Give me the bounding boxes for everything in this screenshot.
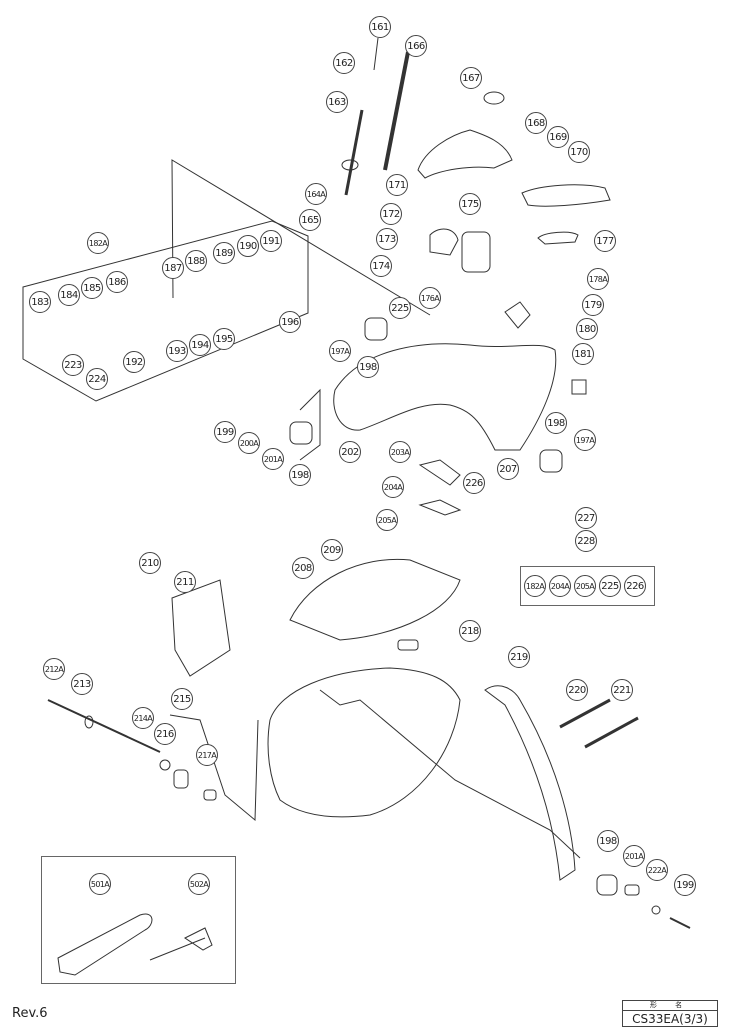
carburetor-group-outline (22, 220, 309, 402)
callout-207: 207 (497, 458, 519, 480)
callout-198: 198 (597, 830, 619, 852)
callout-215: 215 (171, 688, 193, 710)
callout-221: 221 (611, 679, 633, 701)
callout-200a: 200A (238, 432, 260, 454)
callout-210: 210 (139, 552, 161, 574)
callout-193: 193 (166, 340, 188, 362)
callout-217a: 217A (196, 744, 218, 766)
callout-165: 165 (299, 209, 321, 231)
callout-226: 226 (463, 472, 485, 494)
callout-197a: 197A (574, 429, 596, 451)
callout-228: 228 (575, 530, 597, 552)
title-block-header: 形 名 (623, 1001, 717, 1011)
callout-171: 171 (386, 174, 408, 196)
callout-201a: 201A (262, 448, 284, 470)
callout-176a: 176A (419, 287, 441, 309)
callout-184: 184 (58, 284, 80, 306)
callout-187: 187 (162, 257, 184, 279)
callout-188: 188 (185, 250, 207, 272)
callout-501a: 501A (89, 873, 111, 895)
callout-173: 173 (376, 228, 398, 250)
revision-label: Rev.6 (12, 1006, 48, 1021)
callout-169: 169 (547, 126, 569, 148)
callout-224: 224 (86, 368, 108, 390)
callout-162: 162 (333, 52, 355, 74)
callout-179: 179 (582, 294, 604, 316)
callout-194: 194 (189, 334, 211, 356)
callout-198: 198 (545, 412, 567, 434)
callout-191: 191 (260, 230, 282, 252)
callout-225: 225 (389, 297, 411, 319)
callout-202: 202 (339, 441, 361, 463)
callout-201a: 201A (623, 845, 645, 867)
callout-204a: 204A (382, 476, 404, 498)
callout-192: 192 (123, 351, 145, 373)
kit-item-205a: 205A (574, 575, 596, 597)
top-cover-shape (417, 129, 513, 179)
callout-182a: 182A (87, 232, 109, 254)
guide-bar-cover-shape (57, 913, 153, 976)
callout-172: 172 (380, 203, 402, 225)
callout-199: 199 (674, 874, 696, 896)
callout-212a: 212A (43, 658, 65, 680)
callout-502a: 502A (188, 873, 210, 895)
callout-186: 186 (106, 271, 128, 293)
callout-205a: 205A (376, 509, 398, 531)
kit-item-225: 225 (599, 575, 621, 597)
spark-plug-wrench-shape (149, 927, 213, 961)
callout-190: 190 (237, 235, 259, 257)
callout-164a: 164A (305, 183, 327, 205)
callout-211: 211 (174, 571, 196, 593)
title-block: 形 名 CS33EA(3/3) (622, 1000, 718, 1027)
engine-body-shape (267, 667, 461, 818)
callout-196: 196 (279, 311, 301, 333)
callout-218: 218 (459, 620, 481, 642)
callout-197a: 197A (329, 340, 351, 362)
callout-168: 168 (525, 112, 547, 134)
callout-195: 195 (213, 328, 235, 350)
callout-220: 220 (566, 679, 588, 701)
callout-219: 219 (508, 646, 530, 668)
callout-214a: 214A (132, 707, 154, 729)
front-handle-shape (484, 685, 576, 881)
callout-177: 177 (594, 230, 616, 252)
callout-223: 223 (62, 354, 84, 376)
kit-item-182a: 182A (524, 575, 546, 597)
kit-item-226: 226 (624, 575, 646, 597)
callout-163: 163 (326, 91, 348, 113)
callout-222a: 222A (646, 859, 668, 881)
callout-216: 216 (154, 723, 176, 745)
callout-180: 180 (576, 318, 598, 340)
callout-161: 161 (369, 16, 391, 38)
kit-item-204a: 204A (549, 575, 571, 597)
callout-166: 166 (405, 35, 427, 57)
engine-cover-shape (289, 558, 461, 641)
rear-handle-shape (333, 343, 557, 451)
callout-203a: 203A (389, 441, 411, 463)
callout-167: 167 (460, 67, 482, 89)
callout-183: 183 (29, 291, 51, 313)
callout-227: 227 (575, 507, 597, 529)
kit-contents-box (520, 566, 655, 606)
callout-170: 170 (568, 141, 590, 163)
callout-209: 209 (321, 539, 343, 561)
callout-198: 198 (289, 464, 311, 486)
callout-198: 198 (357, 356, 379, 378)
accessories-box (41, 856, 236, 984)
callout-208: 208 (292, 557, 314, 579)
callout-185: 185 (81, 277, 103, 299)
leader-carb-to-handle (171, 159, 431, 316)
callout-199: 199 (214, 421, 236, 443)
callout-213: 213 (71, 673, 93, 695)
callout-174: 174 (370, 255, 392, 277)
callout-181: 181 (572, 343, 594, 365)
callout-178a: 178A (587, 268, 609, 290)
callout-175: 175 (459, 193, 481, 215)
callout-189: 189 (213, 242, 235, 264)
model-name: CS33EA(3/3) (632, 1012, 708, 1026)
